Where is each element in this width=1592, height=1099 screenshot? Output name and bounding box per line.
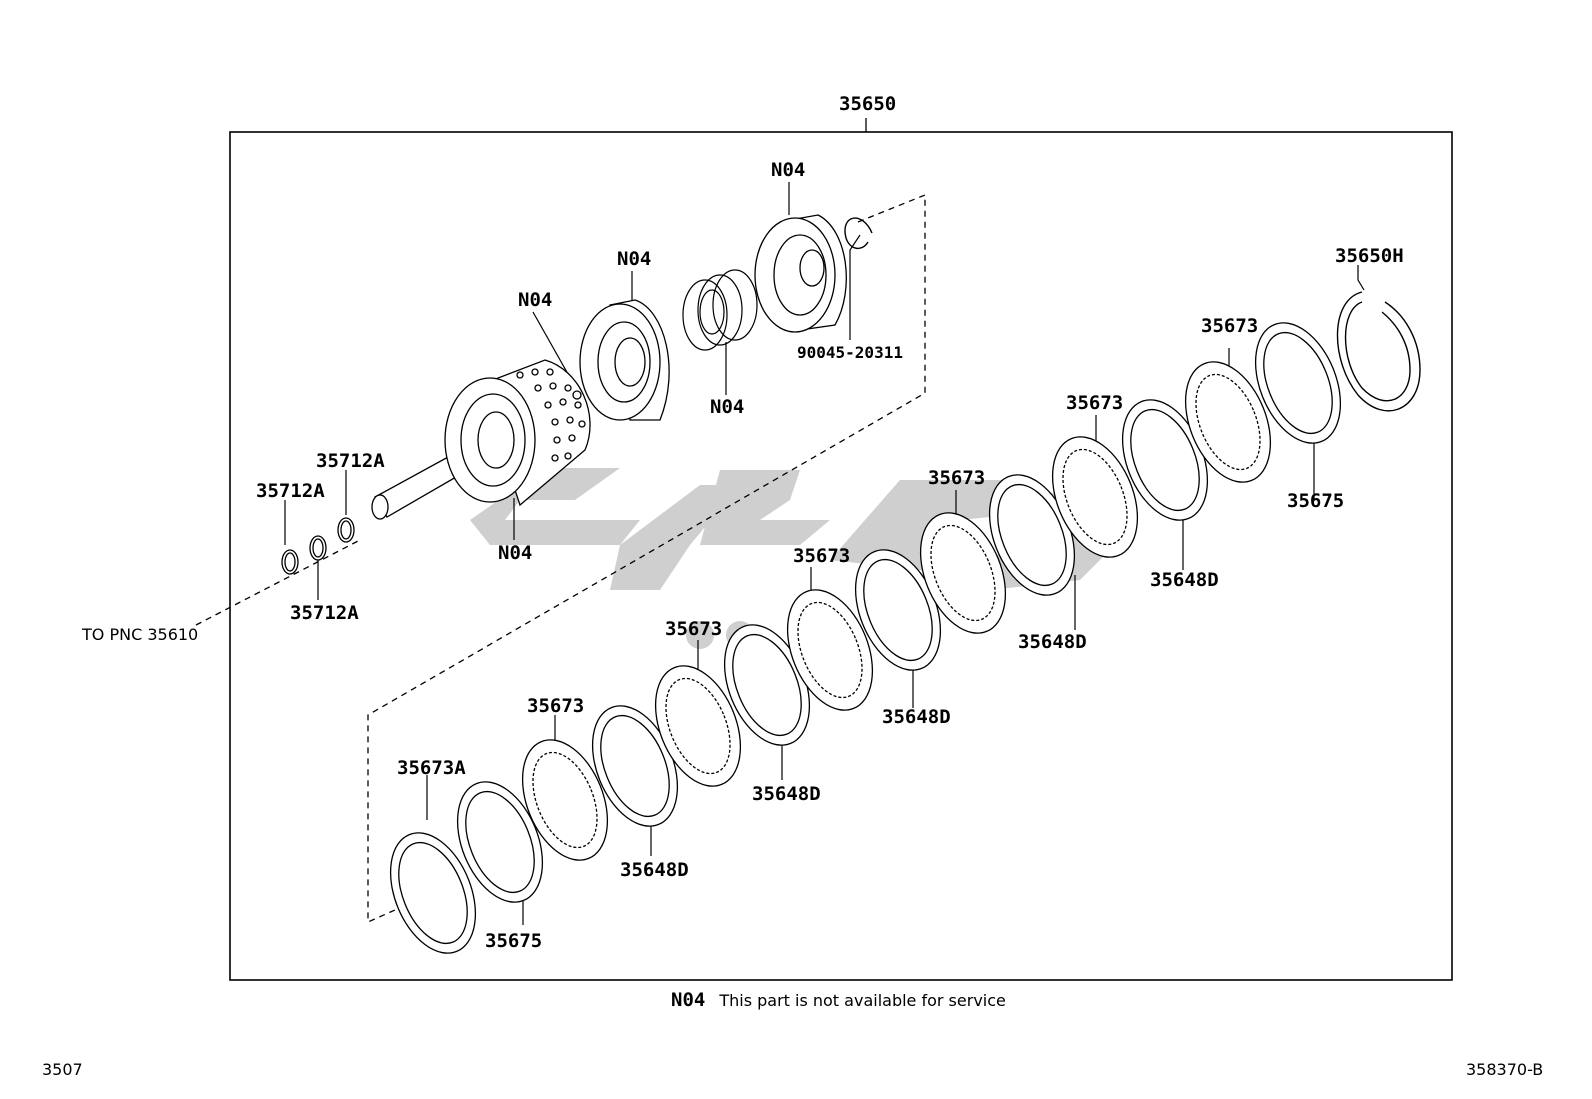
callout-35712a-2: 35712A [316, 450, 385, 472]
footer-illustration-code: 358370-B [1466, 1060, 1544, 1079]
note-text: This part is not available for service [719, 991, 1006, 1010]
callout-snap-ring-90045: 90045-20311 [797, 343, 903, 362]
callout-35673-3: 35673 [928, 467, 986, 489]
reference-label: TO PNC 35610 [82, 625, 199, 644]
availability-note: N04 This part is not available for servic… [671, 989, 1006, 1011]
callout-35673a: 35673A [397, 757, 466, 779]
return-spring [682, 269, 758, 351]
callout-35673-2: 35673 [1066, 392, 1124, 414]
spring-retainer [754, 214, 847, 333]
callout-n04-piston: N04 [617, 248, 652, 270]
assembly-number-label: 35650 [839, 93, 897, 115]
callout-35675-1: 35675 [1287, 490, 1345, 512]
callout-35648d-1: 35648D [1150, 569, 1219, 591]
note-code: N04 [671, 989, 706, 1011]
clutch-drum [444, 359, 591, 507]
dashed-guides [195, 194, 926, 924]
snap-ring-large [1336, 291, 1421, 412]
callout-n04-spring: N04 [710, 396, 745, 418]
callout-35712a-3: 35712A [290, 602, 359, 624]
piston [579, 299, 670, 421]
callout-35648d-3: 35648D [882, 706, 951, 728]
callout-35648d-4: 35648D [752, 783, 821, 805]
callout-35673-5: 35673 [665, 618, 723, 640]
callout-35648d-2: 35648D [1018, 631, 1087, 653]
assembly-frame [229, 131, 1453, 981]
seal-rings [281, 390, 582, 575]
callout-35675-2: 35675 [485, 930, 543, 952]
callout-35648d-5: 35648D [620, 859, 689, 881]
clutch-plates [389, 322, 1342, 954]
callout-n04-drum: N04 [498, 542, 533, 564]
callout-35712a-1: 35712A [256, 480, 325, 502]
callout-35673-1: 35673 [1201, 315, 1259, 337]
snap-ring-small [844, 217, 873, 249]
callout-35673-6: 35673 [527, 695, 585, 717]
callout-35650h: 35650H [1335, 245, 1404, 267]
footer-page-code: 3507 [42, 1060, 83, 1079]
callout-n04-top: N04 [771, 159, 806, 181]
callout-n04-ball: N04 [518, 289, 553, 311]
callout-35673-4: 35673 [793, 545, 851, 567]
